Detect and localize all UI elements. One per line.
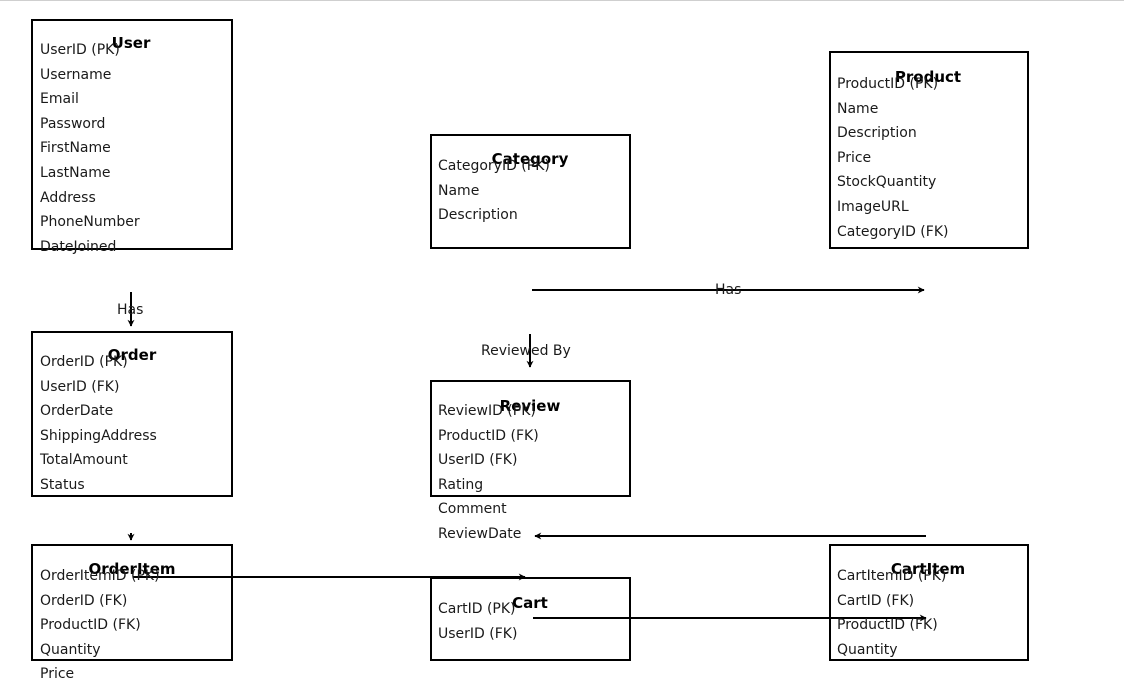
entity-field: Comment (438, 501, 507, 518)
entity-field: Rating (438, 476, 484, 493)
entity-review-title: Review (499, 397, 561, 415)
entity-orderitem[interactable] (31, 544, 233, 661)
entity-review-fields: ReviewID (PK) ProductID (FK) UserID (FK) Ra… (438, 399, 539, 547)
entity-field: ImageURL (837, 198, 909, 215)
relationship-label-category-product: Has (715, 282, 742, 298)
entity-field: TotalAmount (40, 452, 128, 469)
entity-field: CartItemID (PK) (837, 568, 947, 584)
entity-field: UserID (FK) (40, 378, 120, 395)
entity-review[interactable] (430, 380, 631, 497)
entity-field: Quantity (40, 641, 101, 658)
entity-orderitem-title: OrderItem (88, 560, 176, 578)
entity-order[interactable] (31, 331, 233, 497)
entity-order-title: Order (107, 346, 157, 364)
entity-cartitem-title: CartItem (890, 560, 966, 578)
entity-field: UserID (FK) (438, 625, 518, 642)
entity-field: Username (40, 66, 112, 83)
entity-cart[interactable] (430, 577, 631, 661)
entity-field: ShippingAddress (40, 427, 157, 444)
entity-field: Price (837, 149, 872, 166)
entity-cart-title: Cart (512, 594, 548, 612)
entity-field: UserID (FK) (438, 452, 518, 469)
entity-field: CartID (FK) (837, 592, 915, 609)
entity-category[interactable] (430, 134, 631, 249)
entity-field: Password (40, 115, 106, 132)
entity-field: Quantity (837, 641, 898, 658)
entity-field: Email (40, 91, 79, 108)
entity-field: Address (40, 189, 96, 206)
entity-field: Description (438, 207, 518, 224)
entity-field: Status (40, 476, 85, 493)
entity-field: ProductID (FK) (837, 617, 938, 634)
entity-field: DateJoined (40, 238, 117, 255)
entity-user[interactable] (31, 19, 233, 250)
entity-field: OrderID (FK) (40, 592, 128, 609)
relationship-label-reviewed-by: Reviewed By (481, 343, 571, 359)
entity-field: Price (40, 666, 75, 683)
entity-field: OrderItemID (PK) (40, 568, 160, 584)
entity-field: Name (438, 182, 480, 199)
entity-user-title: User (111, 34, 151, 52)
entity-field: OrderDate (40, 403, 114, 420)
entity-cart-fields: CartID (PK) UserID (FK) (438, 597, 517, 646)
entity-orderitem-fields: OrderItemID (PK) OrderID (FK) ProductID (F… (40, 564, 160, 687)
entity-field: CartID (PK) (438, 601, 516, 617)
entity-field: CategoryID (PK) (438, 158, 550, 174)
entity-field: OrderID (PK) (40, 354, 128, 370)
entity-field: CategoryID (FK) (837, 223, 949, 240)
entity-field: StockQuantity (837, 174, 937, 191)
entity-field: ProductID (FK) (438, 427, 539, 444)
entity-product[interactable] (829, 51, 1029, 249)
entity-field: PhoneNumber (40, 214, 140, 231)
entity-field: FirstName (40, 140, 111, 157)
entity-cartitem[interactable] (829, 544, 1029, 661)
entity-field: ReviewID (PK) (438, 403, 536, 419)
entity-field: ReviewDate (438, 525, 522, 542)
entity-field: UserID (PK) (40, 42, 120, 58)
entity-category-title: Category (491, 150, 569, 168)
entity-product-title: Product (894, 68, 962, 86)
entity-field: ProductID (PK) (837, 76, 939, 92)
relationship-label-user-order: Has (117, 302, 144, 318)
entity-field: LastName (40, 164, 111, 181)
entity-cartitem-fields: CartItemID (PK) CartID (FK) ProductID (FK)… (837, 564, 946, 662)
entity-field: Description (837, 125, 917, 142)
entity-field: Name (837, 100, 879, 117)
entity-field: ProductID (FK) (40, 617, 141, 634)
